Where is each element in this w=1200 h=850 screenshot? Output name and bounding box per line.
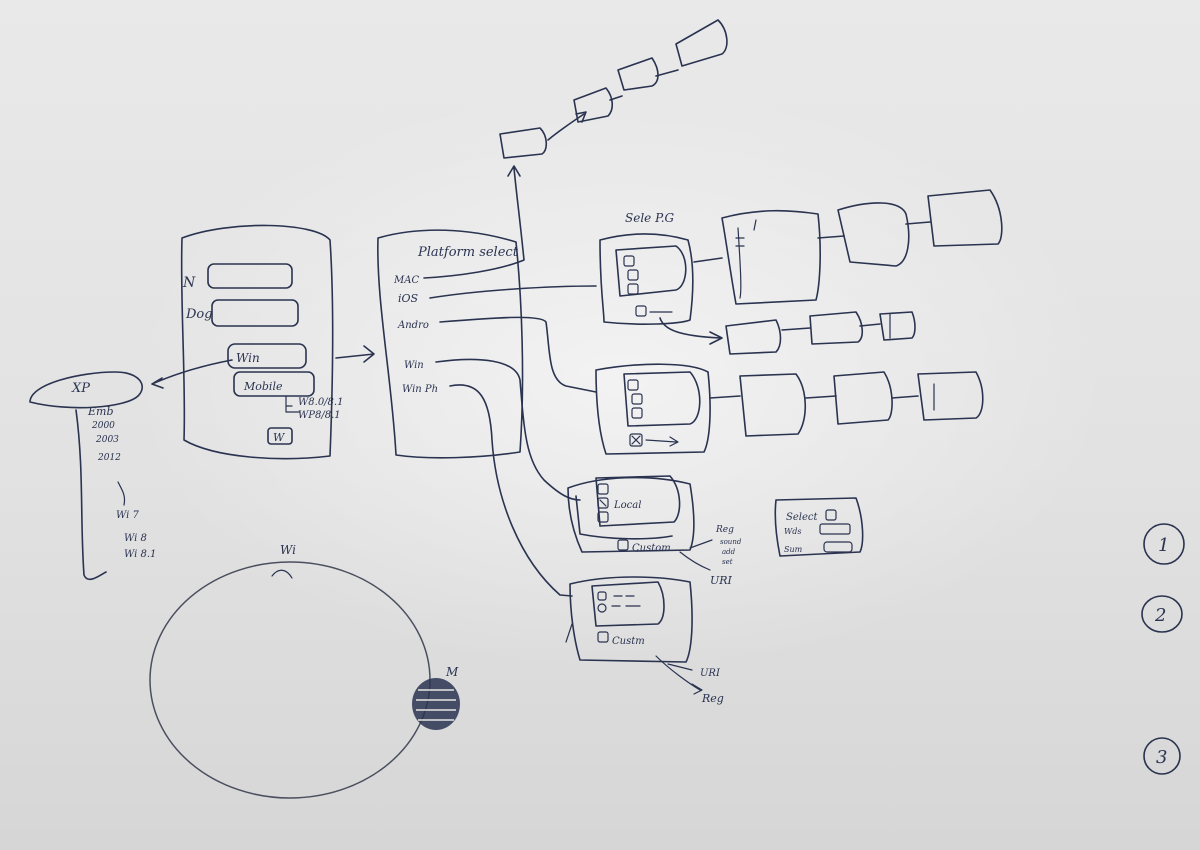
step-number-3: 3 — [1156, 747, 1167, 768]
label-mobile: Mobile — [243, 380, 283, 393]
step-numbers: 1 2 3 — [1141, 523, 1185, 775]
platform-item-win: Win — [404, 360, 424, 371]
xp-bubble: XP Emb 2000 2003 2012 Wi 7 Wi 8 Wi 8.1 — [29, 371, 156, 581]
custom2-label: Custm — [612, 636, 645, 647]
custom-label: Custom — [632, 543, 671, 554]
custom2-uri: URI — [700, 668, 721, 679]
platform-item-ios: iOS — [398, 292, 419, 305]
small-card-row-2: Sum — [784, 545, 803, 554]
orbit-circle: Wi M — [149, 543, 460, 799]
top-chain — [499, 19, 728, 159]
xp-year-2: 2003 — [95, 435, 119, 445]
label-w8-versions: W8.0/8.1 — [298, 397, 343, 408]
step-number-2: 2 — [1154, 605, 1166, 626]
xp-embedded: Emb — [87, 405, 114, 418]
custom2-reg: Reg — [701, 692, 724, 705]
annotation-reg: Reg — [715, 525, 734, 535]
platform-title: Platform select — [417, 245, 519, 260]
circle-label-top: Wi — [280, 543, 296, 557]
xp-year-3: 2012 — [97, 453, 121, 463]
small-card-title: Select — [786, 512, 818, 523]
step-number-1: 1 — [1158, 535, 1169, 556]
select-panel-group: Sele P.G — [599, 189, 1003, 355]
select-panel-title: Sele P.G — [625, 211, 675, 225]
xp-later-2: Wi 8 — [124, 533, 147, 544]
win-local-custom-box: Local Custom Reg sound add set URI — [567, 475, 742, 587]
small-select-card: Select Wds Sum — [774, 497, 864, 557]
annotation-add: add — [722, 548, 736, 556]
annotation-set: set — [722, 558, 733, 566]
platform-item-mac: MAC — [393, 275, 419, 286]
xp-title: XP — [71, 381, 90, 396]
xp-later-1: Wi 7 — [116, 510, 139, 521]
platform-panel: Platform select MAC iOS Andro Win Win Ph — [377, 165, 597, 597]
xp-later-3: Wi 8.1 — [124, 549, 156, 560]
label-n: N — [182, 275, 196, 291]
left-panel: N Dog Win Mobile W8.0/8.1 WP8/8.1 W — [151, 224, 375, 460]
winph-custom-box: Custm URI Reg — [565, 576, 724, 705]
label-wp8-versions: WP8/8.1 — [298, 410, 341, 421]
label-dog: Dog — [185, 307, 213, 322]
local-label: Local — [613, 500, 641, 511]
platform-item-winph: Win Ph — [402, 384, 438, 395]
circle-label-m: M — [445, 665, 459, 679]
annotation-sound: sound — [720, 538, 742, 546]
android-panel-group — [595, 363, 984, 455]
label-bottom-box: W — [273, 431, 286, 444]
small-card-row-1: Wds — [784, 527, 801, 536]
label-win: Win — [236, 351, 260, 365]
annotation-uri: URI — [710, 574, 733, 587]
xp-year-1: 2000 — [91, 421, 115, 431]
platform-item-android: Andro — [397, 320, 429, 331]
